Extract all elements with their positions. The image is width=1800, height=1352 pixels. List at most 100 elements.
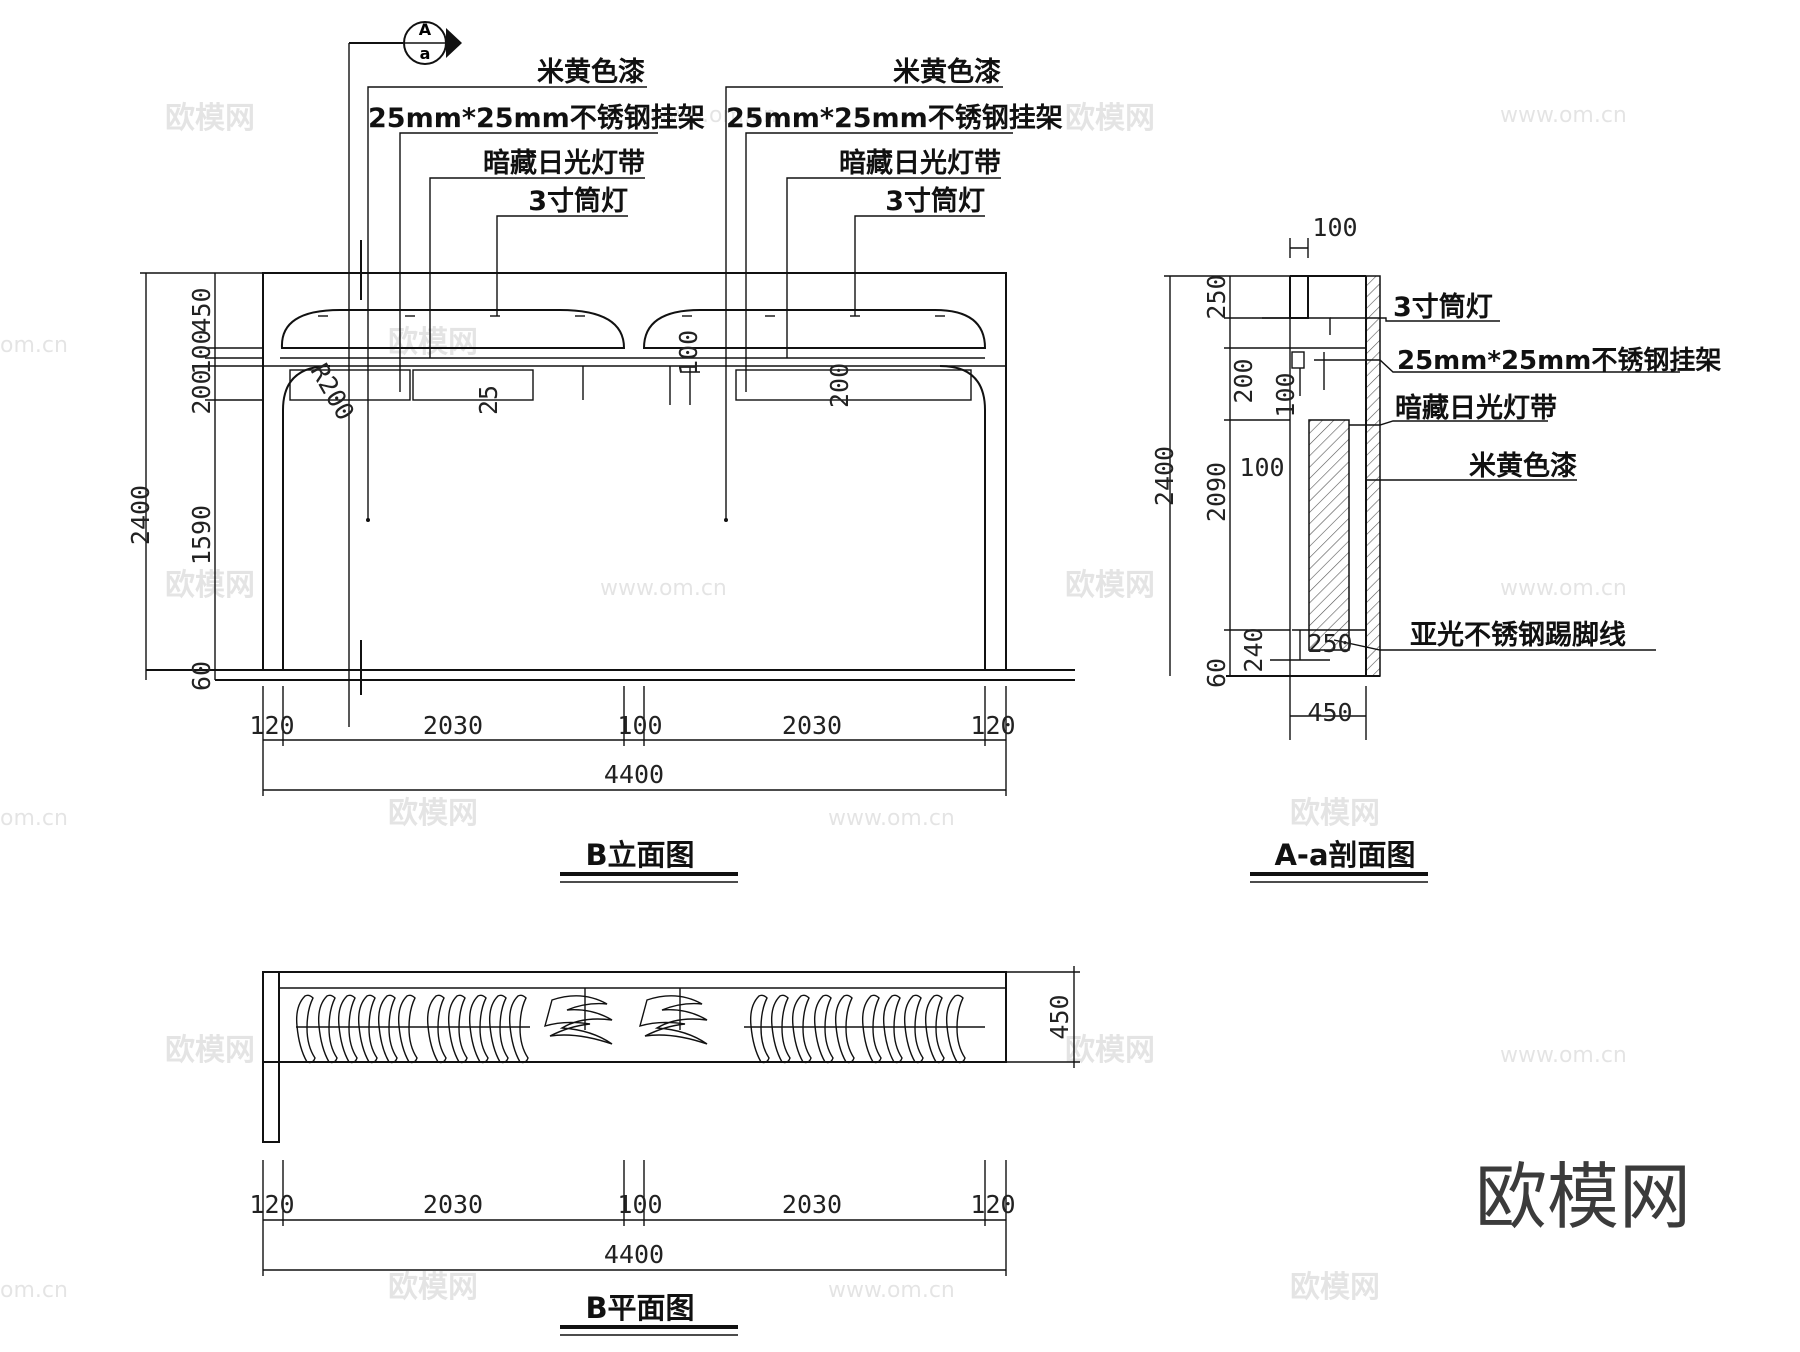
dim-120-right: 120 xyxy=(970,711,1015,740)
watermark-brand: 欧模网 xyxy=(1065,101,1155,136)
section-marker-bottom: a xyxy=(420,44,431,63)
canopy-section xyxy=(1289,276,1309,319)
hanger xyxy=(791,994,812,1064)
dim-120-left: 120 xyxy=(249,711,294,740)
watermark-url: www.om.cn xyxy=(650,103,777,128)
vertical-dim-lines xyxy=(140,272,263,680)
section-dim-2090: 2090 xyxy=(1202,462,1231,522)
watermark-url: www.om.cn xyxy=(1500,576,1627,601)
hanger xyxy=(397,994,418,1064)
plan-dim-2030-right: 2030 xyxy=(782,1190,842,1219)
watermark-url: www.om.cn xyxy=(1500,103,1627,128)
section-callout-light: 暗藏日光灯带 xyxy=(1395,393,1557,424)
section-dim-250b: 250 xyxy=(1307,629,1352,658)
light-box-2 xyxy=(412,369,534,401)
watermark-url: www.om.cn xyxy=(1500,1043,1627,1068)
section-dim-100h: 100 xyxy=(1239,453,1284,482)
watermark-brand: 欧模网 xyxy=(1290,796,1380,831)
callout-downlight-right: 3寸筒灯 xyxy=(885,185,985,217)
hanger xyxy=(426,994,447,1064)
dim-radius: R200 xyxy=(305,359,360,426)
plan-dim-120-left: 120 xyxy=(249,1190,294,1219)
hanger xyxy=(924,994,945,1064)
plan-title: B平面图 xyxy=(585,1291,694,1325)
hanger xyxy=(337,994,358,1064)
section-callout-rail: 25mm*25mm不锈钢挂架 xyxy=(1397,346,1721,376)
watermark-brand: 欧模网 xyxy=(388,1270,478,1305)
hanger xyxy=(834,994,855,1064)
callout-light-left: 暗藏日光灯带 xyxy=(483,148,645,179)
dim-450: 450 xyxy=(187,287,216,332)
hanger xyxy=(903,994,924,1064)
folded-garment xyxy=(543,995,613,1045)
callout-rail-left: 25mm*25mm不锈钢挂架 xyxy=(368,103,705,134)
downlight-section xyxy=(1262,317,1331,335)
section-dim-250: 250 xyxy=(1202,274,1231,319)
hanger xyxy=(749,994,770,1064)
watermark-brand: 欧模网 xyxy=(388,796,478,831)
rail-box xyxy=(1291,351,1305,369)
dim-100-inner: 100 xyxy=(674,330,703,375)
callout-paint-right: 米黄色漆 xyxy=(893,56,1001,88)
folded-garment xyxy=(638,995,708,1045)
watermark-url: www.om.cn xyxy=(600,576,727,601)
watermark-brand: 欧模网 xyxy=(1065,1033,1155,1068)
dim-60: 60 xyxy=(187,661,216,691)
dim-1590: 1590 xyxy=(187,505,216,565)
dim-2030-left: 2030 xyxy=(423,711,483,740)
light-box-3 xyxy=(735,369,972,401)
arch-right xyxy=(939,365,986,670)
dim-height-total: 2400 xyxy=(126,485,155,545)
dim-200-inner: 200 xyxy=(825,363,854,408)
hanger xyxy=(317,994,338,1064)
section-callout-paint: 米黄色漆 xyxy=(1469,450,1577,482)
plan-dim-120-right: 120 xyxy=(970,1190,1015,1219)
leaders-right xyxy=(724,86,1013,522)
watermark-url: www.om.cn xyxy=(828,1278,955,1303)
watermark-brand: 欧模网 xyxy=(165,568,255,603)
hanger xyxy=(861,994,882,1064)
section-dim-200: 200 xyxy=(1229,358,1258,403)
section-dim-450: 450 xyxy=(1307,698,1352,727)
canopy-right xyxy=(642,309,987,349)
hanger xyxy=(357,994,378,1064)
horizontal-dim-lines xyxy=(262,686,1007,796)
hanger xyxy=(945,994,966,1064)
hanger xyxy=(488,994,509,1064)
elevation-outline xyxy=(262,272,1007,671)
watermark-url-short: om.cn xyxy=(0,1278,68,1303)
dim-25: 25 xyxy=(474,385,503,415)
plan-b: 450 120 2030 100 2030 120 4400 B平面图 xyxy=(249,966,1080,1336)
plan-dim-100: 100 xyxy=(617,1190,662,1219)
plan-dim-450: 450 xyxy=(1045,994,1074,1039)
watermark-url: www.om.cn xyxy=(828,806,955,831)
section-a: 3寸筒灯 25mm*25mm不锈钢挂架 暗藏日光灯带 米黄色漆 亚光不锈钢踢脚线… xyxy=(1150,213,1721,883)
callout-light-right: 暗藏日光灯带 xyxy=(839,148,1001,179)
wall-section xyxy=(1365,275,1381,677)
hanger xyxy=(882,994,903,1064)
watermark-brand: 欧模网 xyxy=(165,101,255,136)
plan-dim-4400: 4400 xyxy=(604,1240,664,1269)
dim-100: 100 xyxy=(187,329,216,374)
dim-2030-right: 2030 xyxy=(782,711,842,740)
watermark-brand: 欧模网 xyxy=(388,325,478,360)
hanger-group xyxy=(295,988,966,1064)
watermark-brand: 欧模网 xyxy=(165,1033,255,1068)
section-dim-100v: 100 xyxy=(1271,372,1300,417)
watermark-brand: 欧模网 xyxy=(1290,1270,1380,1305)
hanger xyxy=(770,994,791,1064)
section-callout-downlight: 3寸筒灯 xyxy=(1393,291,1493,323)
hanger xyxy=(813,994,834,1064)
elevation-b: A a 米黄色漆 25mm*25mm不锈钢挂架 暗藏日光灯带 3寸筒灯 米黄色漆… xyxy=(126,20,1075,883)
panel-section xyxy=(1308,419,1350,651)
plan-dim-lines xyxy=(262,966,1080,1276)
section-dim-60: 60 xyxy=(1202,658,1231,688)
watermark-brand: 欧模网 xyxy=(1065,568,1155,603)
hanger xyxy=(468,994,489,1064)
hanger xyxy=(377,994,398,1064)
plan-dim-2030-left: 2030 xyxy=(423,1190,483,1219)
hanger xyxy=(295,994,316,1064)
dim-4400: 4400 xyxy=(604,760,664,789)
section-dim-240: 240 xyxy=(1239,627,1268,672)
